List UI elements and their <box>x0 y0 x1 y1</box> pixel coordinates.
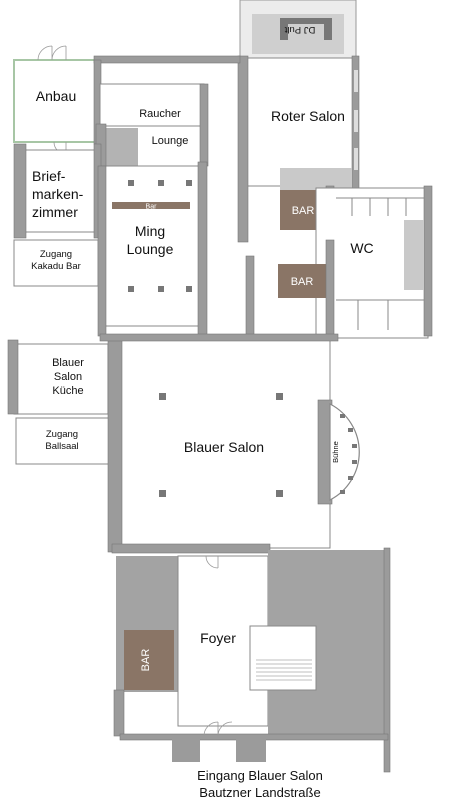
anbau-corridor-wall <box>93 55 241 64</box>
foyer-stair-area <box>249 625 317 691</box>
zugang-kakadu-room <box>13 239 99 287</box>
blauer-salon-left-wall <box>107 335 123 553</box>
buehne-label: Bühne <box>331 441 340 463</box>
raucher-right-wall <box>199 83 209 167</box>
buehne-marks <box>340 414 357 494</box>
blauer-salon-bottom-wall <box>111 543 271 554</box>
roter-salon-label: Roter Salon <box>271 108 345 124</box>
zugang-kakadu-label-1: Zugang <box>40 249 72 260</box>
blauer-salon-top-wall <box>99 333 339 342</box>
entrance-block-left <box>172 738 200 762</box>
foyer-stairs <box>256 659 312 681</box>
bar-roter-lower <box>278 264 326 298</box>
ming-columns <box>128 180 192 292</box>
foyer-bottom-left-wall <box>113 689 125 737</box>
bar-roter-upper-label: BAR <box>292 205 315 217</box>
anbau-label: Anbau <box>36 88 76 104</box>
foyer-outer-right-wall <box>383 547 391 773</box>
foyer-entrance-door <box>203 721 233 737</box>
kueche-left-wall <box>7 339 19 415</box>
ming-bar-label: Bar <box>146 204 158 211</box>
zugang-ballsaal-label-2: Ballsaal <box>45 441 78 452</box>
roter-salon-window-1 <box>354 70 358 92</box>
blauer-kueche-label-3: Küche <box>52 385 83 397</box>
wc-divider-wall <box>325 239 335 337</box>
briefmarken-label-1: Brief- <box>32 168 66 184</box>
roter-salon-window-2 <box>354 110 358 132</box>
blauer-salon-room <box>119 339 331 549</box>
briefmarken-label-3: zimmer <box>32 204 78 220</box>
wc-left-wall <box>245 255 255 337</box>
wc-outer-right-wall <box>423 185 433 337</box>
blauer-kueche-label-2: Salon <box>54 371 82 383</box>
wc-stalls <box>336 197 424 330</box>
raucher-label: Raucher <box>139 108 181 120</box>
zugang-kakadu-label-2: Kakadu Bar <box>31 261 81 272</box>
ming-bar-counter <box>112 202 190 209</box>
bar-roter-lower-label: BAR <box>291 276 314 288</box>
roter-salon-shade <box>280 168 352 190</box>
blauer-kueche-room <box>13 343 109 415</box>
dj-pult-label: DJ Pult <box>284 24 315 35</box>
roter-salon-wall-left <box>237 55 249 243</box>
briefmarken-room <box>23 149 97 233</box>
blauer-salon-columns <box>159 393 283 497</box>
lounge-label: Lounge <box>152 135 189 147</box>
roter-salon-window-3 <box>354 148 358 170</box>
anbau-door-top <box>37 45 67 61</box>
blauer-kueche-label-1: Blauer <box>52 357 84 369</box>
wc-label: WC <box>350 240 373 256</box>
wc-stall-block <box>404 220 424 290</box>
foyer-label: Foyer <box>200 630 236 646</box>
ming-left-wall <box>97 165 107 337</box>
ming-label-1: Ming <box>135 223 165 239</box>
entrance-block-right <box>236 738 266 762</box>
briefmarken-left-wall <box>13 143 27 239</box>
caption-line-2: Bautzner Landstraße <box>199 785 320 800</box>
zugang-ballsaal-label-1: Zugang <box>46 429 78 440</box>
ming-right-wall <box>197 161 208 337</box>
briefmarken-label-2: marken- <box>32 186 84 202</box>
foyer-top-door <box>205 555 219 569</box>
blauer-salon-label: Blauer Salon <box>184 439 264 455</box>
ming-lounge-room <box>103 165 201 327</box>
ming-label-2: Lounge <box>127 241 174 257</box>
dj-pult-desk <box>280 18 332 40</box>
bar-foyer-label: BAR <box>140 649 152 672</box>
bar-foyer <box>124 630 174 690</box>
lounge-shade <box>106 128 138 166</box>
caption-line-1: Eingang Blauer Salon <box>197 768 323 783</box>
